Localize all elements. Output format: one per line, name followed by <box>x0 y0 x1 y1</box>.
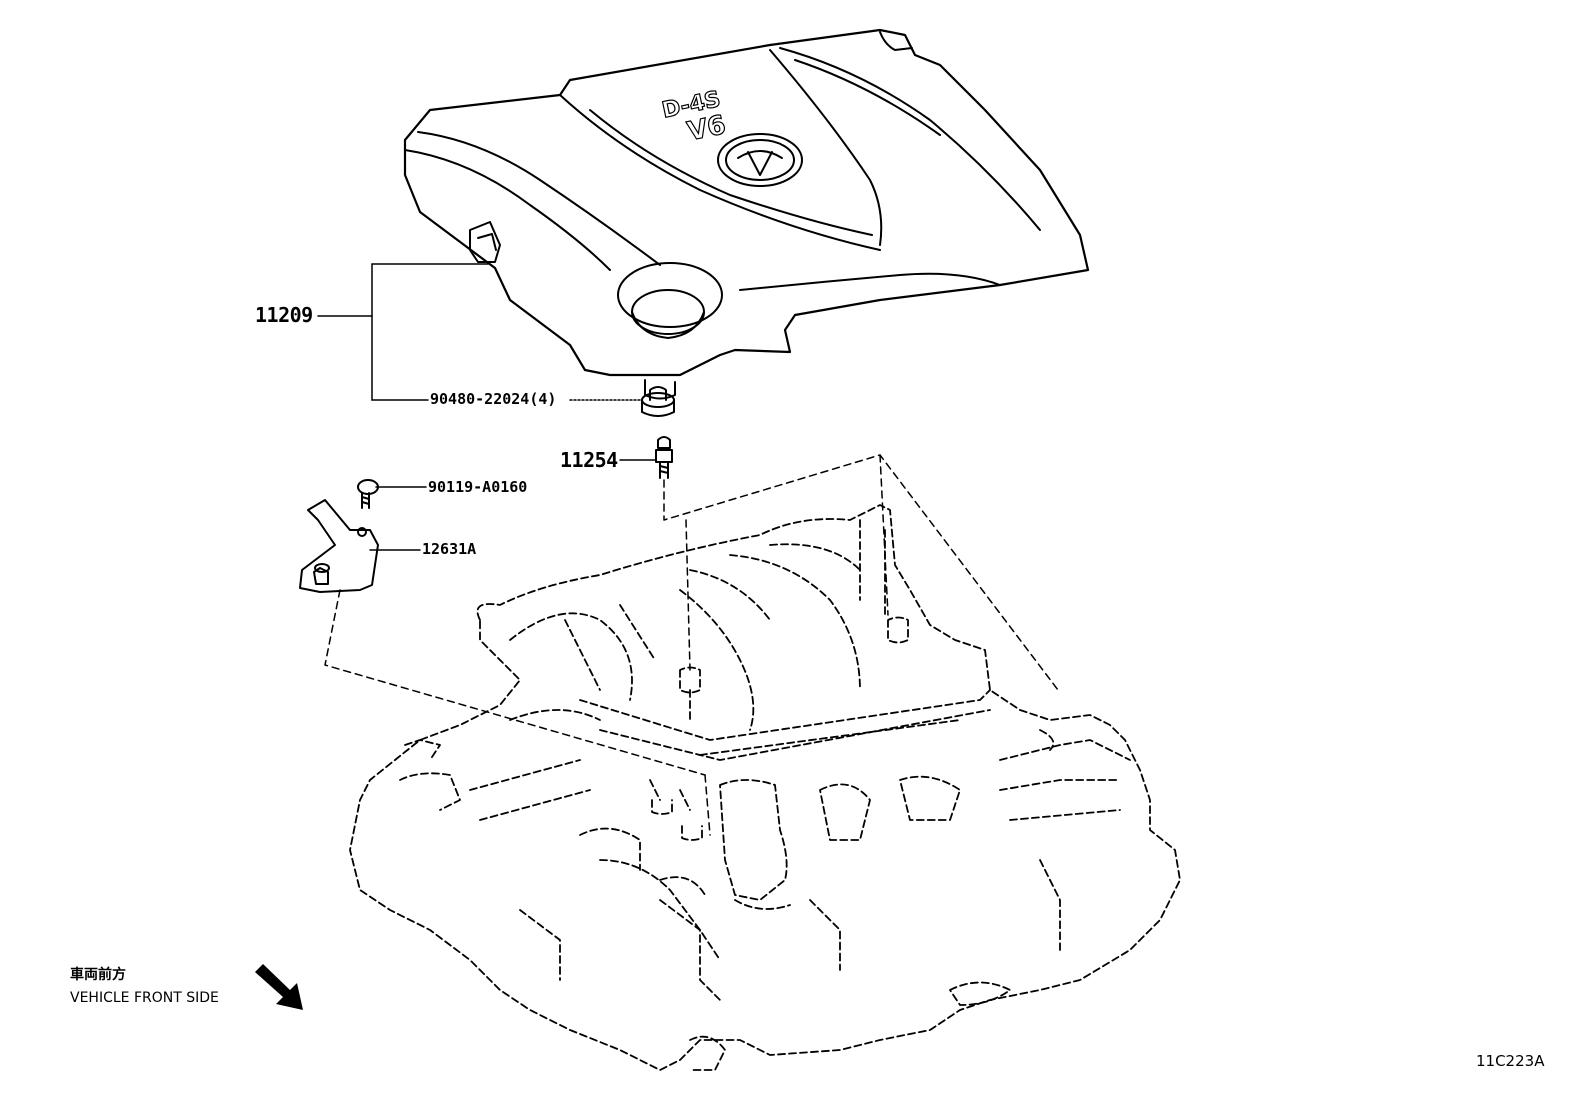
callout-stud-bolt: 11254 <box>560 448 618 472</box>
illustration-code: 11C223A <box>1476 1052 1545 1070</box>
hanger-bolt <box>357 479 379 509</box>
stud-bolt <box>655 436 673 479</box>
orientation-english: VEHICLE FRONT SIDE <box>70 990 219 1006</box>
cover-grommet <box>641 386 675 417</box>
reference-dashed-lines <box>324 454 1059 836</box>
leader-lines <box>317 263 657 551</box>
engine-hanger <box>299 499 379 593</box>
callout-engine-hanger: 12631A <box>422 540 477 558</box>
engine-assembly <box>349 504 1181 1071</box>
callout-engine-cover: 11209 <box>255 303 313 327</box>
orientation-japanese: 車両前方 <box>70 967 126 983</box>
callout-cover-grommet: 90480-22024(4) <box>430 390 557 408</box>
engine-cover <box>403 28 1090 400</box>
callout-hanger-bolt: 90119-A0160 <box>428 478 528 496</box>
vehicle-front-arrow-icon <box>255 964 303 1010</box>
